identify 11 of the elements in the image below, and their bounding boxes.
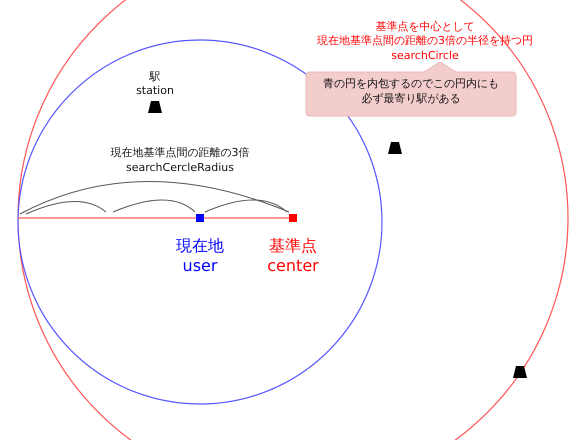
- callout-bubble: 青の円を内包するのでこの円内にも必ず最寄り駅がある: [304, 62, 518, 118]
- label-text: user: [182, 256, 218, 276]
- label-text: station: [136, 84, 174, 98]
- label-text: 現在地: [176, 236, 224, 256]
- label-text: 基準点を中心として: [376, 20, 474, 34]
- label-text: searchCercleRadius: [126, 161, 234, 175]
- label-text: searchCircle: [391, 49, 459, 63]
- label-text: 駅: [150, 70, 160, 84]
- label-text: 現在地基準点間の距離の3倍: [110, 146, 250, 160]
- label-text: 基準点: [269, 236, 317, 256]
- label-text: center: [267, 256, 319, 276]
